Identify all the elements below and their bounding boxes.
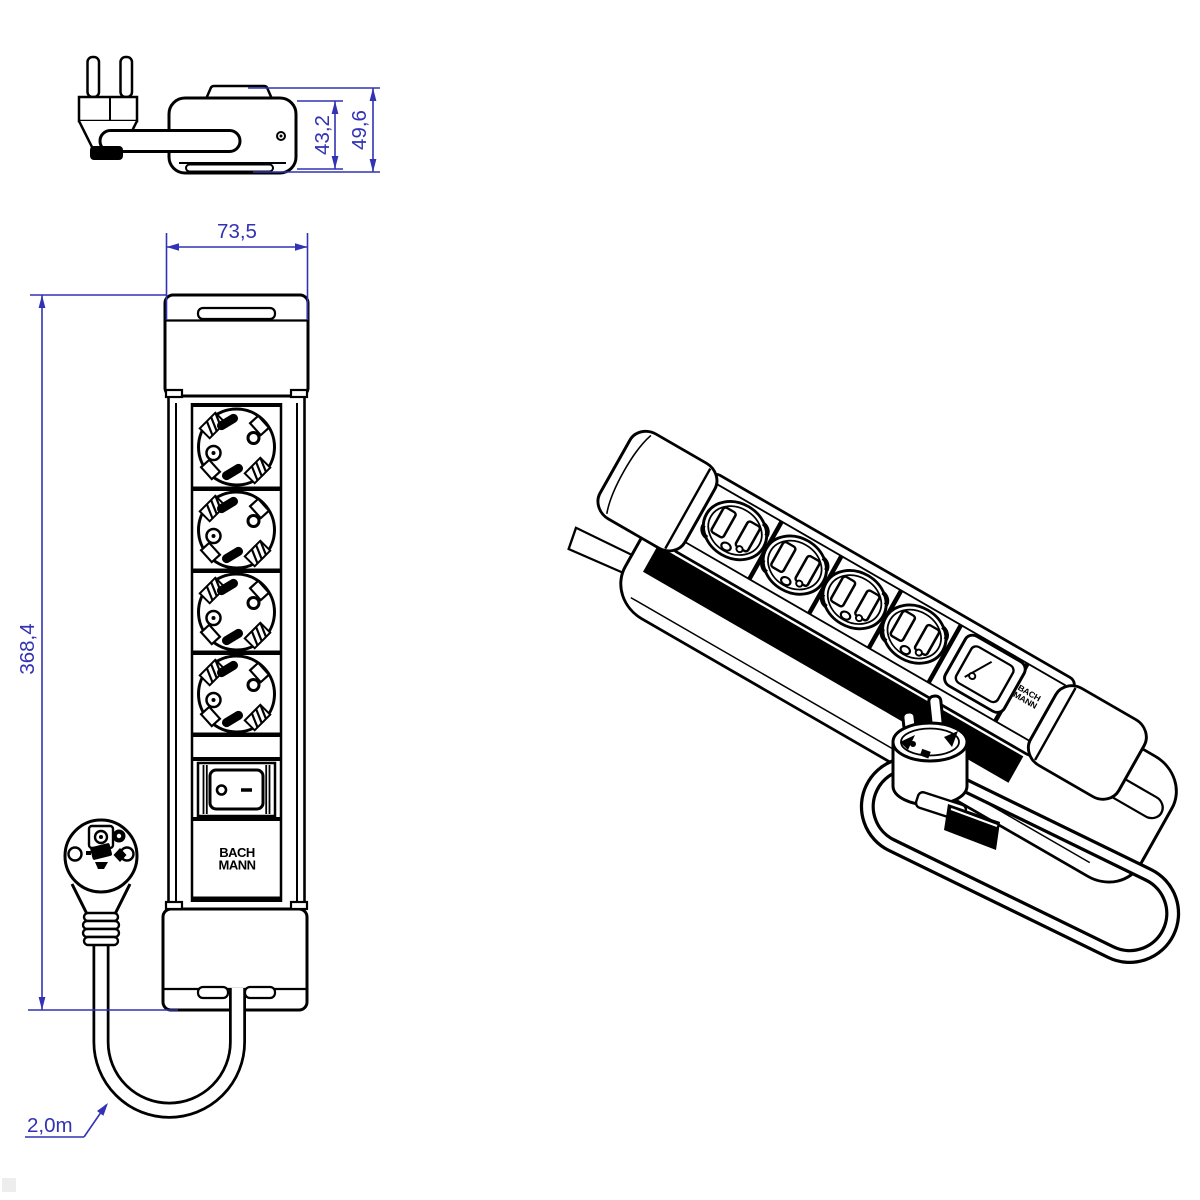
- iso-power-switch: [943, 633, 1027, 714]
- plug-pin: [86, 55, 101, 99]
- iso-view: BACH MANN: [567, 429, 1181, 964]
- dimension-368-4: 368,4: [16, 294, 178, 1011]
- watermark-artifact: [2, 1178, 16, 1192]
- earth-contact: [67, 846, 83, 862]
- dimension-43-2: 43,2: [297, 100, 343, 170]
- certification-marks: [90, 843, 112, 860]
- iso-top-cap: [596, 429, 719, 553]
- iso-cable-loop: [859, 756, 1181, 964]
- front-separators: [192, 403, 281, 902]
- front-power-switch: [196, 761, 277, 818]
- dim-label-73-5: 73,5: [217, 220, 257, 243]
- dim-label-49-6: 49,6: [348, 110, 371, 150]
- cap-bump: [204, 84, 274, 100]
- front-cable: [92, 944, 246, 1119]
- socket-3: [199, 574, 275, 650]
- cable-length-label: 2,0m: [25, 1103, 108, 1138]
- dim-label-43-2: 43,2: [311, 115, 334, 155]
- dim-label-368-4: 368,4: [16, 623, 39, 674]
- dimension-73-5: 73,5: [165, 220, 309, 320]
- front-top-cap: [163, 293, 310, 399]
- front-logo: BACH MANN: [219, 845, 257, 873]
- iso-bottom-cap: [1026, 684, 1148, 801]
- front-plug: [63, 818, 139, 947]
- bottom-groove: [185, 163, 274, 173]
- brand-logo-line1: BACH: [219, 845, 255, 860]
- side-view: 43,2 49,6: [77, 55, 380, 175]
- cap-slot: [196, 306, 277, 321]
- cable-connector: [944, 804, 1000, 850]
- iso-plug: [891, 694, 1000, 850]
- switch-off-icon: [215, 784, 228, 796]
- plug-pin: [119, 55, 134, 99]
- brand-logo-line2: MANN: [219, 858, 256, 873]
- socket-1: [199, 409, 275, 485]
- front-view: BACH MANN: [16, 220, 310, 1138]
- rocker: [208, 768, 265, 811]
- dimension-49-6: 49,6: [248, 87, 380, 173]
- socket-4: [199, 656, 275, 732]
- label-2-0m: 2,0m: [27, 1114, 73, 1137]
- socket-2: [199, 492, 275, 568]
- cable-boot: [90, 146, 123, 160]
- side-cable: [98, 129, 242, 153]
